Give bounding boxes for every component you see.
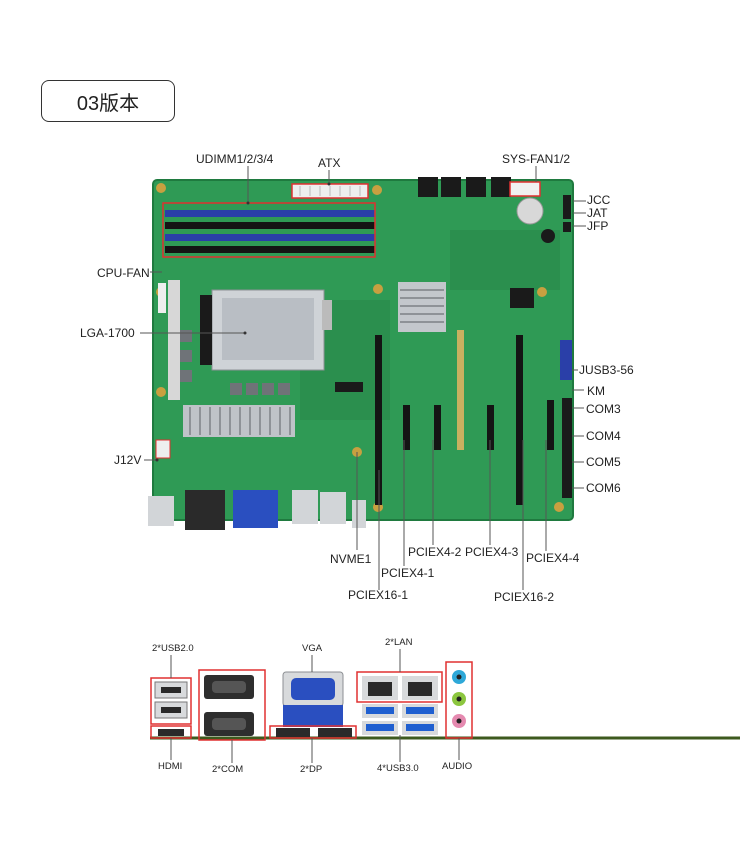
pcie-slots (375, 330, 554, 505)
leader-lines (140, 166, 586, 590)
label-lan: 2*LAN (385, 637, 413, 648)
label-pciex16-2: PCIEX16-2 (494, 590, 555, 604)
leader-dots (155, 182, 331, 462)
label-jfp: JFP (587, 219, 609, 233)
chipset-heatsink (398, 282, 446, 332)
label-vga: VGA (302, 643, 323, 654)
nvme-slot (335, 382, 363, 392)
label-usb3: 4*USB3.0 (377, 763, 419, 774)
sata-ports (418, 177, 511, 197)
label-com6: COM6 (586, 481, 621, 495)
label-km: KM (587, 384, 605, 398)
label-nvme: NVME1 (330, 552, 372, 566)
label-pciex4-3: PCIEX4-3 (465, 545, 519, 559)
buzzer (541, 229, 555, 243)
label-pciex16-1: PCIEX16-1 (348, 588, 409, 602)
label-sys-fan: SYS-FAN1/2 (502, 152, 571, 166)
label-com3: COM3 (586, 402, 621, 416)
cpu-socket (200, 289, 332, 371)
label-pciex4-1: PCIEX4-1 (381, 566, 435, 580)
io-chip (510, 288, 534, 308)
version-badge: 03版本 (41, 80, 175, 122)
label-udimm: UDIMM1/2/3/4 (196, 152, 274, 166)
sys-fan-headers (509, 181, 541, 197)
label-pciex4-2: PCIEX4-2 (408, 545, 462, 559)
cmos-battery (516, 197, 544, 225)
label-com: 2*COM (212, 764, 244, 775)
label-pciex4-4: PCIEX4-4 (526, 551, 580, 565)
label-com5: COM5 (586, 455, 621, 469)
label-hdmi: HDMI (158, 761, 183, 772)
rear-io-panel (150, 649, 740, 763)
label-audio: AUDIO (442, 761, 473, 772)
label-atx: ATX (318, 156, 341, 170)
left-components (155, 280, 180, 459)
label-jat: JAT (587, 206, 608, 220)
dimm-slots (162, 202, 376, 258)
label-cpu-fan: CPU-FAN (97, 266, 150, 280)
label-jusb: JUSB3-56 (579, 363, 634, 377)
right-headers (560, 195, 572, 498)
label-jcc: JCC (587, 193, 611, 207)
label-usb2: 2*USB2.0 (152, 643, 194, 654)
vrm-heatsink (183, 405, 295, 437)
label-dp: 2*DP (300, 764, 323, 775)
label-com4: COM4 (586, 429, 621, 443)
board-rear-io (148, 490, 366, 530)
label-j12v: J12V (114, 453, 142, 467)
label-lga: LGA-1700 (80, 326, 135, 340)
